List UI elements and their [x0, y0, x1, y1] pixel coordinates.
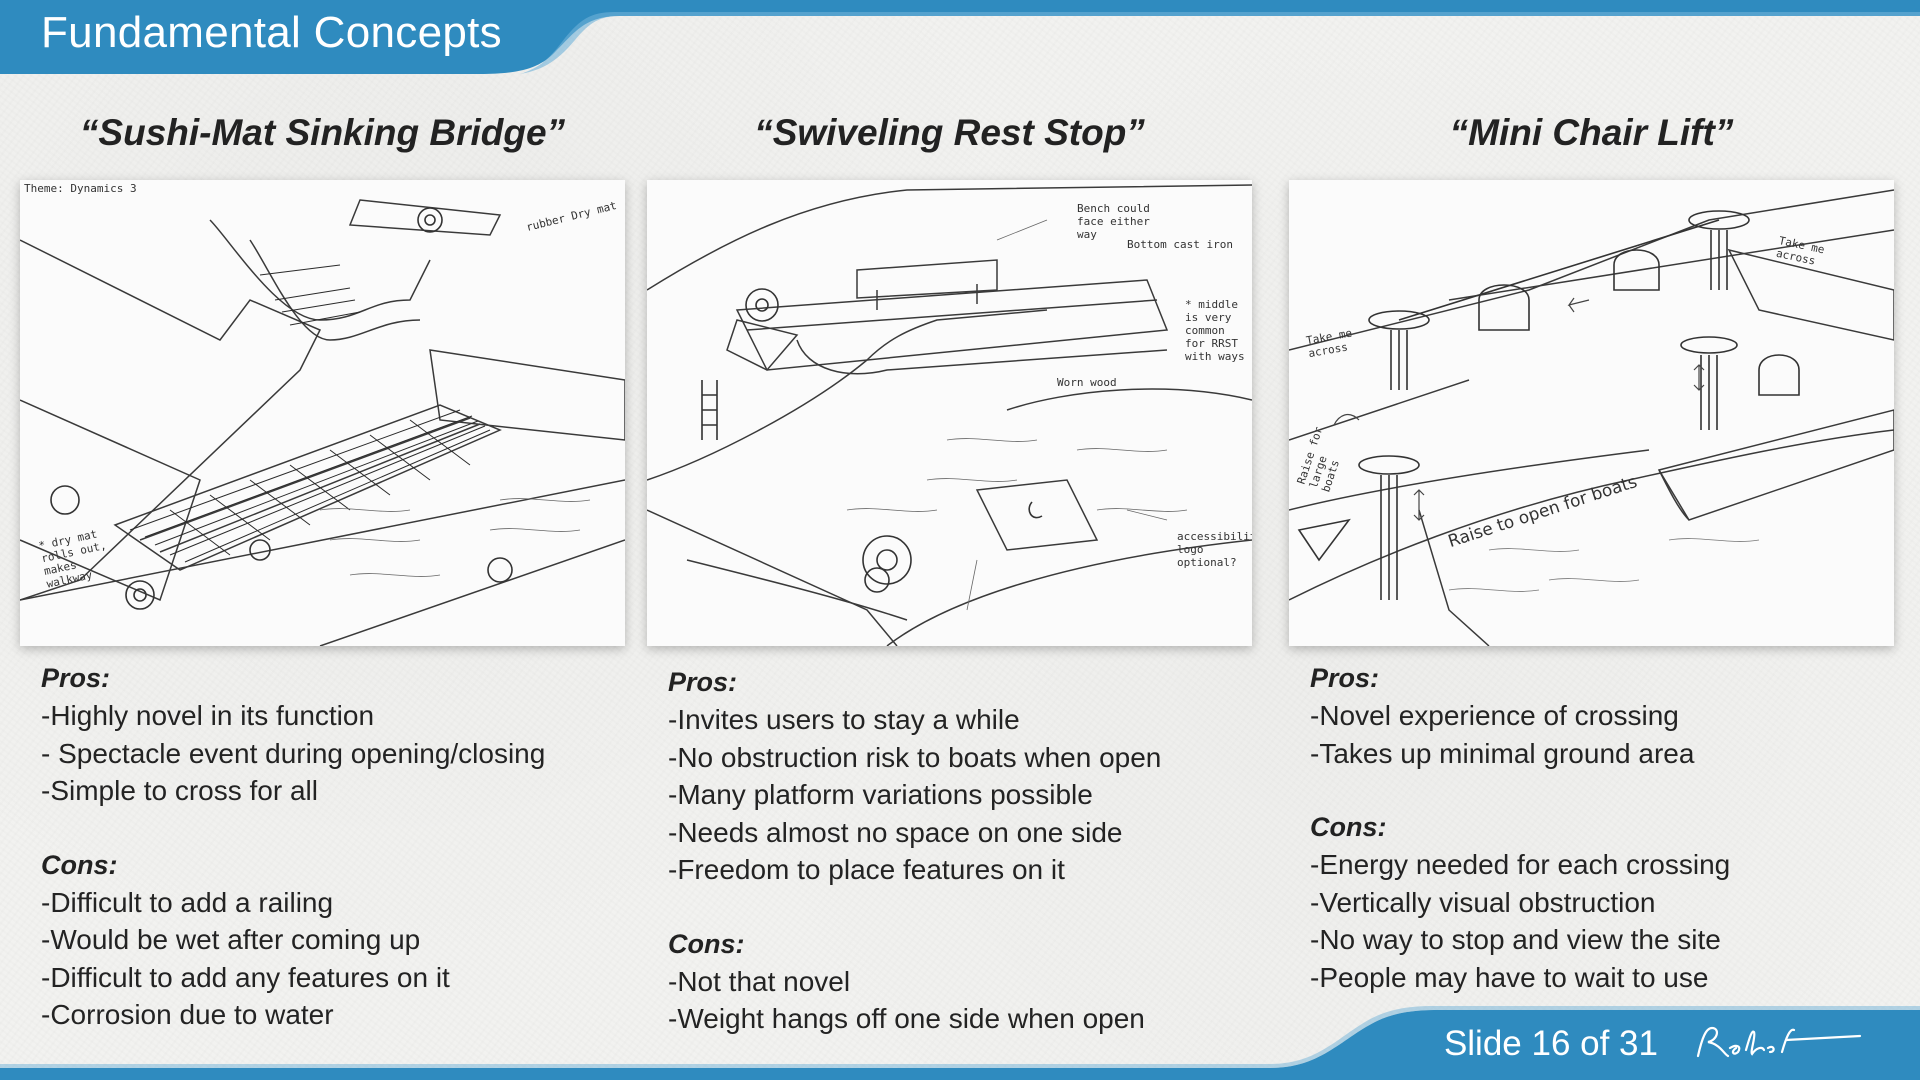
- sketch-note: Bottom cast iron: [1127, 238, 1233, 251]
- pro-item: -Highly novel in its function: [41, 700, 375, 731]
- concept-title: “Sushi-Mat Sinking Bridge”: [79, 112, 566, 153]
- con-item: -Weight hangs off one side when open: [668, 1003, 1145, 1034]
- cons-heading: Cons:: [668, 928, 745, 959]
- pro-item: - Spectacle event during opening/closing: [41, 737, 546, 769]
- sketch-swiveling-rest-stop: Bench could face either way Bottom cast …: [647, 180, 1252, 646]
- con-item: -Would be wet after coming up: [41, 924, 421, 955]
- signature-logo: [1696, 1026, 1862, 1058]
- concept-title: “Swiveling Rest Stop”: [754, 112, 1145, 153]
- pros-cons: Pros: -Novel experience of crossing -Tak…: [1289, 660, 1894, 996]
- pro-item: -Many platform variations possible: [668, 779, 1093, 810]
- sketch-note: Theme: Dynamics 3: [24, 182, 137, 195]
- sketch-note: accessibility logo optional?: [1177, 530, 1252, 569]
- sketch-mini-chair-lift: Take me across Take me across Raise for …: [1289, 180, 1894, 646]
- pro-item: -Needs almost no space on one side: [668, 816, 1123, 848]
- footer-banner: [0, 1006, 1920, 1080]
- pros-heading: Pros:: [41, 663, 111, 693]
- pros-heading: Pros:: [668, 667, 738, 697]
- sketch-note: Bench could face either way: [1077, 202, 1150, 241]
- pro-item: -Novel experience of crossing: [1310, 700, 1679, 731]
- pro-item: -Invites users to stay a while: [668, 704, 1020, 735]
- con-item: -People may have to wait to use: [1310, 961, 1709, 993]
- sketch-note: * middle is very common for RRST with wa…: [1185, 298, 1245, 363]
- pros-cons: Pros: -Invites users to stay a while -No…: [647, 664, 1252, 1038]
- cons-heading: Cons:: [41, 849, 118, 880]
- pro-item: -No obstruction risk to boats when open: [668, 741, 1162, 773]
- con-item: -Difficult to add any features on it: [41, 961, 450, 993]
- slide-title: Fundamental Concepts: [41, 8, 502, 57]
- pros-heading: Pros:: [1310, 663, 1380, 693]
- rest-stop-sketch-drawing: [647, 184, 1252, 646]
- con-item: -Energy needed for each crossing: [1310, 849, 1731, 880]
- con-item: -Vertically visual obstruction: [1310, 886, 1656, 918]
- pro-item: -Simple to cross for all: [41, 775, 318, 806]
- con-item: -Not that novel: [668, 965, 851, 997]
- sketch-note: Worn wood: [1057, 376, 1117, 389]
- pro-item: -Takes up minimal ground area: [1310, 737, 1695, 769]
- chair-lift-sketch-drawing: [1289, 189, 1894, 646]
- slide-number: Slide 16 of 31: [1443, 1024, 1658, 1063]
- pros-cons: Pros: -Highly novel in its function - Sp…: [20, 660, 625, 1034]
- concept-column-chair-lift: “Mini Chair Lift”: [1289, 112, 1894, 996]
- concept-column-sushi-mat: “Sushi-Mat Sinking Bridge”: [20, 112, 625, 1034]
- sketch-sushi-mat-bridge: Theme: Dynamics 3 rubber Dry mat * dry m…: [20, 180, 625, 646]
- concept-title: “Mini Chair Lift”: [1449, 112, 1734, 153]
- pro-item: -Freedom to place features on it: [668, 854, 1065, 885]
- cons-heading: Cons:: [1310, 812, 1387, 842]
- concept-column-rest-stop: “Swiveling Rest Stop”: [647, 112, 1252, 1038]
- con-item: -Corrosion due to water: [41, 999, 334, 1030]
- con-item: -Difficult to add a railing: [41, 886, 334, 918]
- header-banner: [0, 0, 1920, 74]
- con-item: -No way to stop and view the site: [1310, 924, 1721, 955]
- bridge-sketch-drawing: [20, 199, 625, 646]
